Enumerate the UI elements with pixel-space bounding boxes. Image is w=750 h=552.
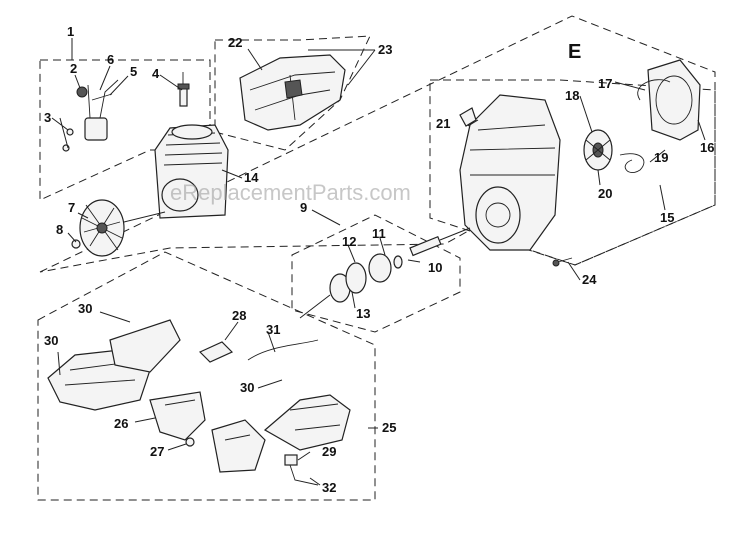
callout-12: 12 — [342, 234, 356, 249]
callout-6: 6 — [107, 52, 114, 67]
engine-cover — [239, 54, 346, 131]
callout-22: 22 — [228, 35, 242, 50]
recoil-cover — [637, 59, 701, 141]
clutch-drum-assembly — [299, 227, 471, 319]
grip-screw — [185, 437, 195, 447]
throttle-cable — [198, 339, 319, 363]
housing-screw — [552, 257, 573, 267]
spark-plug — [177, 72, 190, 107]
callout-29: 29 — [322, 444, 336, 459]
callout-25: 25 — [382, 420, 396, 435]
leader-lines — [51, 38, 706, 486]
recoil-spring — [619, 153, 645, 173]
callout-20: 20 — [598, 186, 612, 201]
frame-group-9 — [291, 214, 461, 333]
ignition-module — [62, 79, 119, 152]
callout-10: 10 — [428, 260, 442, 275]
engine-cylinder — [154, 124, 229, 219]
callout-1: 1 — [67, 24, 74, 39]
callout-4: 4 — [152, 66, 160, 81]
callout-11: 11 — [372, 226, 386, 241]
callout-16: 16 — [700, 140, 714, 155]
callout-18: 18 — [565, 88, 579, 103]
section-letter: E — [568, 41, 581, 63]
callout-14: 14 — [244, 170, 259, 185]
callout-13: 13 — [356, 306, 370, 321]
callout-26: 26 — [114, 416, 128, 431]
callout-30-top: 30 — [78, 301, 92, 316]
callout-17: 17 — [598, 76, 612, 91]
callout-23: 23 — [378, 42, 392, 57]
callout-labels: 1 2 3 4 5 6 7 8 9 10 11 12 13 14 15 16 1… — [44, 24, 714, 495]
boom-tube — [263, 394, 351, 451]
callout-28: 28 — [232, 308, 246, 323]
callout-7: 7 — [68, 200, 75, 215]
throttle-housing — [47, 319, 181, 411]
flywheel — [79, 199, 166, 257]
frame-group-25 — [37, 251, 376, 501]
callout-24: 24 — [582, 272, 597, 287]
callout-19: 19 — [654, 150, 668, 165]
callout-27: 27 — [150, 444, 164, 459]
handle-grip — [149, 391, 206, 441]
callout-21: 21 — [436, 116, 450, 131]
frame-group-15 — [429, 79, 716, 266]
watermark-text: eReplacementParts.com — [170, 180, 411, 205]
callout-8: 8 — [56, 222, 63, 237]
callout-3: 3 — [44, 110, 51, 125]
callout-31: 31 — [266, 322, 280, 337]
wire-connector — [284, 454, 319, 486]
callout-30-left: 30 — [44, 333, 58, 348]
starter-pulley — [583, 129, 613, 171]
callout-5: 5 — [130, 64, 137, 79]
flywheel-nut — [71, 239, 81, 249]
callout-2: 2 — [70, 61, 77, 76]
callout-32: 32 — [322, 480, 336, 495]
handle-lower — [211, 419, 266, 473]
starter-housing — [459, 94, 561, 251]
callout-30-mid: 30 — [240, 380, 254, 395]
callout-9: 9 — [300, 200, 307, 215]
callout-15: 15 — [660, 210, 674, 225]
